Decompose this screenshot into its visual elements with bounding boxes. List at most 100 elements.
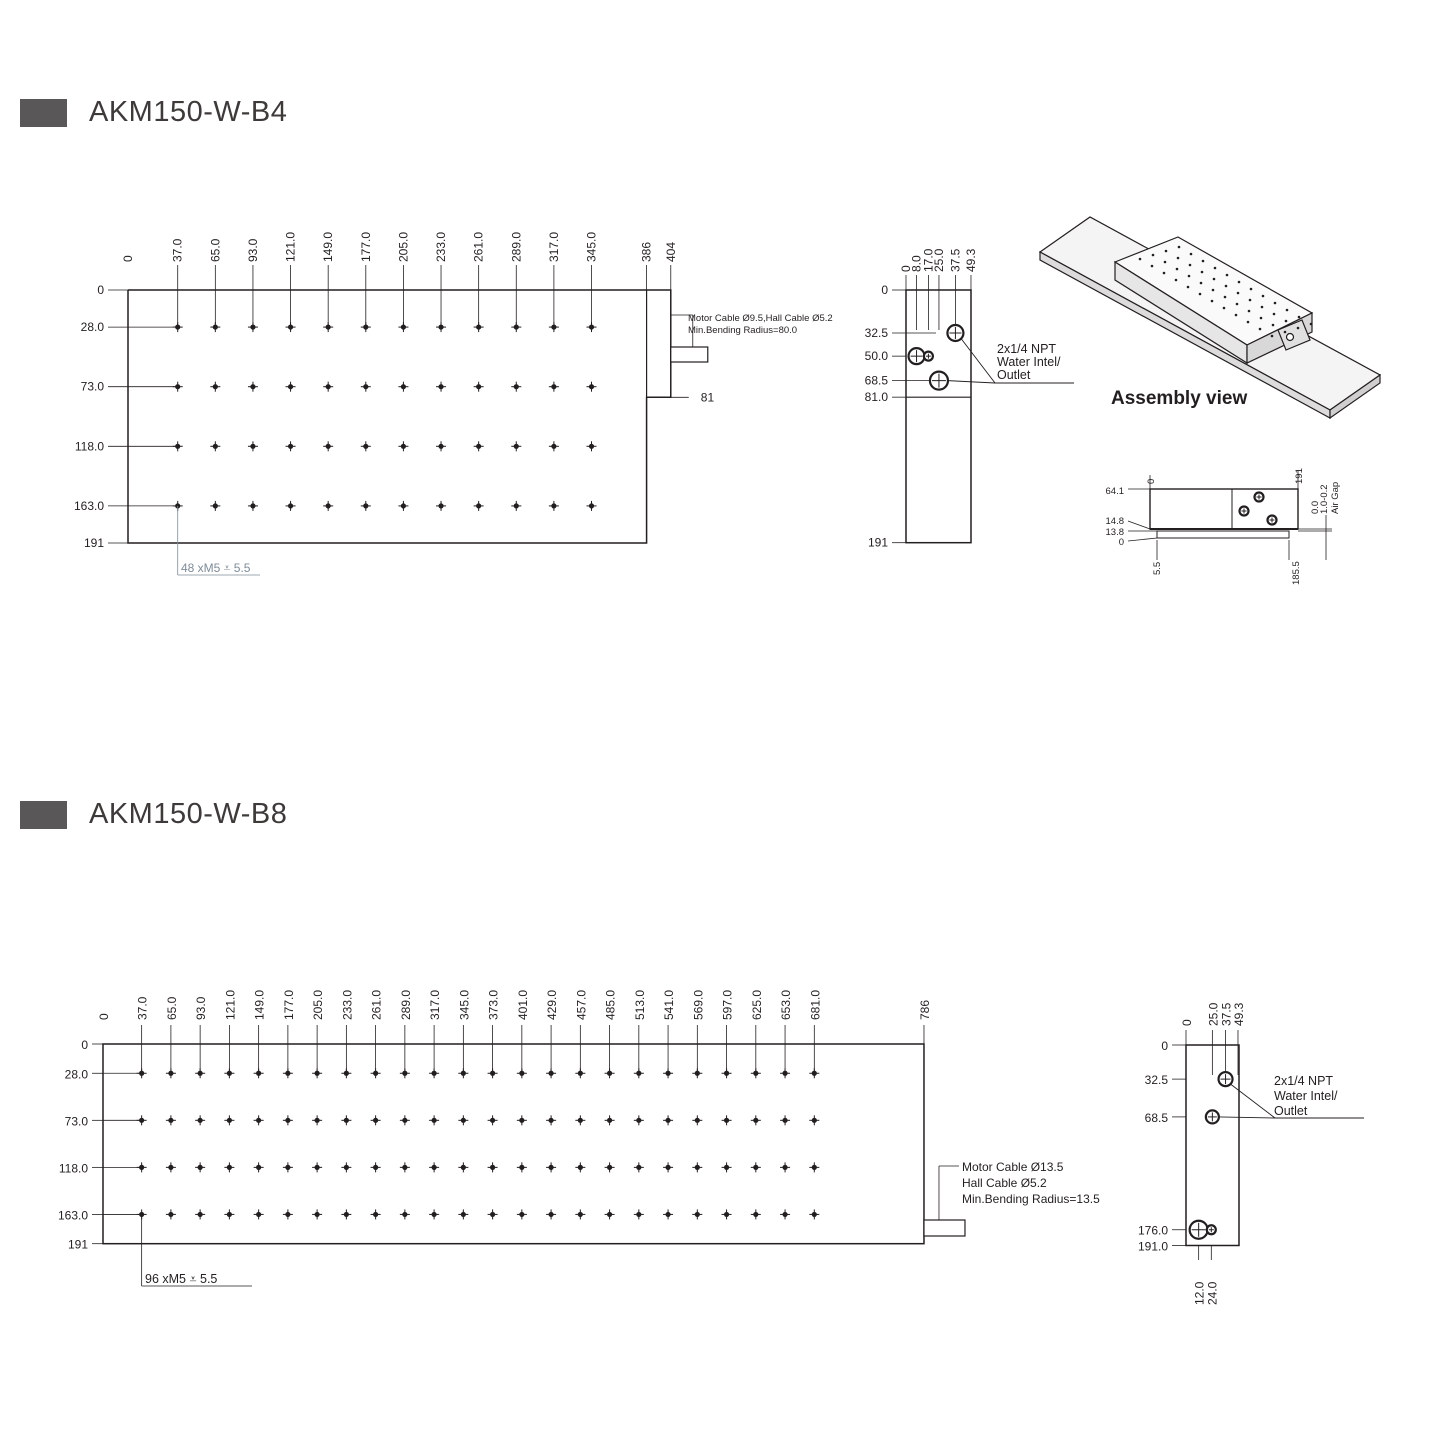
b4-x-dim-label: 289.0 [509, 232, 523, 262]
b8-cable-note: Hall Cable Ø5.2 [962, 1176, 1047, 1190]
mounting-hole [548, 441, 559, 452]
assembly-hole-dot [1177, 245, 1181, 249]
b8-x-dim-label: 373.0 [487, 990, 501, 1020]
mounting-hole [360, 322, 371, 333]
assembly-hole-dot [1213, 266, 1217, 270]
b4-side-body [905, 289, 972, 544]
b4-water-note: Outlet [997, 368, 1031, 382]
mounting-hole [312, 1068, 323, 1079]
b8-x-dim-label: 401.0 [516, 990, 530, 1020]
b8-side-y-label: 191.0 [1138, 1239, 1168, 1253]
b4-section-left-dim: 14.8 [1106, 516, 1125, 527]
assembly-hole-dot [1211, 288, 1215, 292]
mounting-hole [586, 322, 597, 333]
mounting-hole [780, 1209, 791, 1220]
b4-x-edge-label: 404 [664, 242, 678, 262]
b4-x-dim-label: 261.0 [472, 232, 486, 262]
mounting-hole [399, 1162, 410, 1173]
b4-section-gap-label: 0.0 [1310, 501, 1321, 514]
assembly-hole-dot [1272, 312, 1276, 316]
b4-side-x-label: 0 [899, 265, 913, 272]
mounting-hole [165, 1162, 176, 1173]
b8-cable-note: Min.Bending Radius=13.5 [962, 1192, 1100, 1206]
b4-y-dim-label: 118.0 [75, 439, 104, 453]
water-port [928, 370, 950, 391]
mounting-hole [721, 1162, 732, 1173]
mounting-hole [809, 1162, 820, 1173]
mounting-hole [487, 1209, 498, 1220]
mounting-hole [323, 381, 334, 392]
mounting-hole [210, 441, 221, 452]
mounting-hole [195, 1068, 206, 1079]
mounting-hole [633, 1068, 644, 1079]
mounting-hole [575, 1068, 586, 1079]
mounting-hole [224, 1115, 235, 1126]
assembly-hole-dot [1210, 299, 1214, 303]
section-marker [20, 98, 67, 127]
assembly-hole-dot [1309, 322, 1313, 326]
b8-water-note: Water Intel/ [1274, 1089, 1338, 1103]
mounting-hole [136, 1115, 147, 1126]
b8-y-dim-label: 163.0 [58, 1208, 88, 1222]
mounting-hole [487, 1115, 498, 1126]
assembly-hole-dot [1249, 287, 1253, 291]
mounting-hole [780, 1162, 791, 1173]
b4-x-dim-label: 0 [121, 255, 135, 262]
mounting-hole [692, 1209, 703, 1220]
mounting-hole [370, 1162, 381, 1173]
b8-cable-stub [923, 1219, 966, 1237]
b8-x-edge-label: 786 [918, 1000, 932, 1020]
b4-side-x-label: 49.3 [964, 248, 978, 272]
mounting-hole [195, 1115, 206, 1126]
water-port [1253, 491, 1265, 503]
assembly-hole-dot [1163, 260, 1167, 264]
b8-side-bottom-label: 12.0 [1193, 1281, 1207, 1305]
mounting-hole [360, 441, 371, 452]
b8-body-outline [102, 1043, 925, 1245]
mounting-hole [516, 1068, 527, 1079]
mounting-hole [458, 1209, 469, 1220]
mounting-hole [165, 1209, 176, 1220]
mounting-hole [516, 1209, 527, 1220]
mounting-hole [429, 1209, 440, 1220]
mounting-hole [546, 1115, 557, 1126]
b4-hole-note: 48 xM5 ⩡ 5.5 [181, 561, 251, 575]
water-port [1217, 1071, 1234, 1088]
mounting-hole [663, 1115, 674, 1126]
b8-x-dim-label: 233.0 [340, 990, 354, 1020]
assembly-hole-dot [1223, 295, 1227, 299]
mounting-hole [604, 1068, 615, 1079]
b8-water-note: 2x1/4 NPT [1274, 1074, 1333, 1088]
assembly-hole-dot [1199, 281, 1203, 285]
b4-side-y-label: 50.0 [865, 349, 889, 363]
mounting-hole [663, 1209, 674, 1220]
b4-side-y-label: 81.0 [865, 390, 889, 404]
mounting-hole [195, 1209, 206, 1220]
mounting-hole [458, 1162, 469, 1173]
mounting-hole [436, 322, 447, 333]
b8-water-leader [1219, 1116, 1276, 1119]
mounting-hole [429, 1068, 440, 1079]
b4-water-note: Water Intel/ [997, 355, 1061, 369]
mounting-hole [312, 1162, 323, 1173]
b4-y-dim-label: 28.0 [81, 320, 105, 334]
b8-x-dim-label: 345.0 [457, 990, 471, 1020]
assembly-hole-dot [1296, 326, 1300, 330]
b8-x-dim-label: 149.0 [253, 990, 267, 1020]
b8-side-y-label: 68.5 [1145, 1111, 1169, 1125]
b8-hole-note: 96 xM5 ⩡ 5.5 [145, 1272, 217, 1286]
b4-x-dim-label: 345.0 [585, 232, 599, 262]
mounting-hole [253, 1115, 264, 1126]
assembly-hole-dot [1271, 323, 1275, 327]
mounting-hole [780, 1115, 791, 1126]
mounting-hole [282, 1162, 293, 1173]
assembly-hole-dot [1200, 270, 1204, 274]
mounting-hole [224, 1209, 235, 1220]
mounting-hole [721, 1068, 732, 1079]
b8-x-dim-label: 121.0 [223, 990, 237, 1020]
assembly-hole-dot [1283, 330, 1287, 334]
mounting-hole [360, 500, 371, 511]
mounting-hole [692, 1162, 703, 1173]
